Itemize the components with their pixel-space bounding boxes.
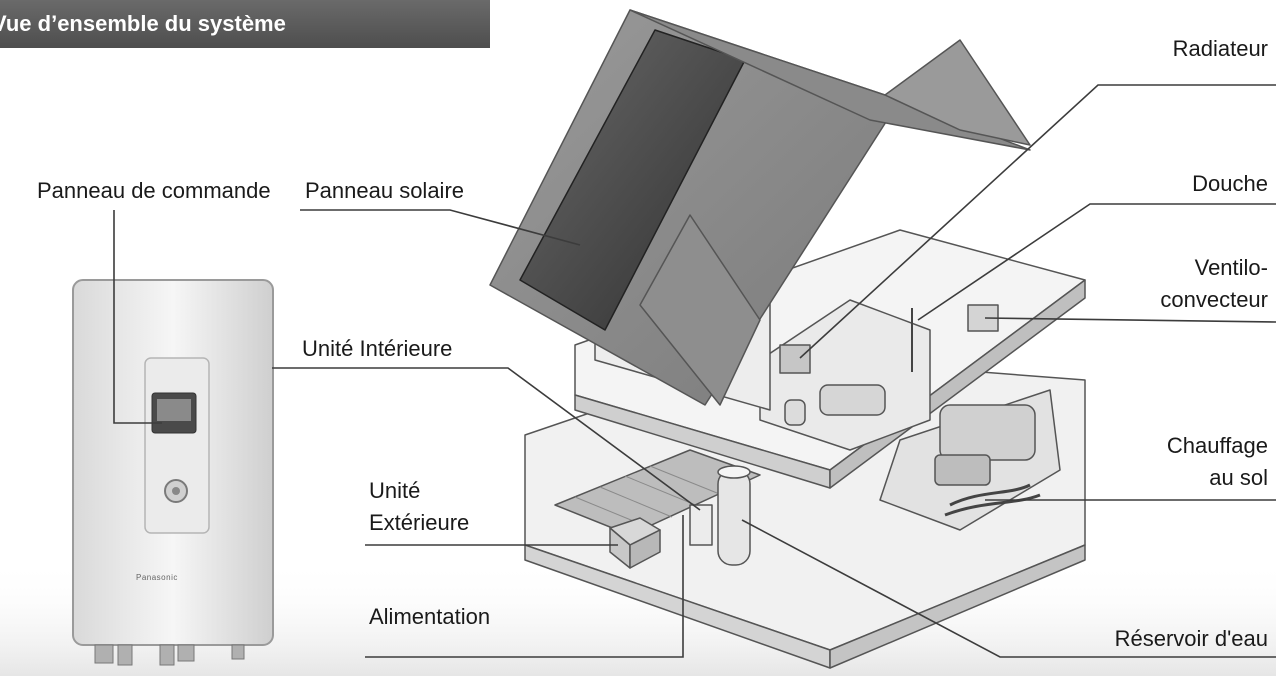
leader-control-panel — [113, 210, 162, 424]
indoor-unit-device — [72, 279, 274, 666]
label-water-tank: Réservoir d'eau — [1114, 626, 1268, 651]
label-solar-panel: Panneau solaire — [305, 178, 465, 203]
label-outdoor-unit-line2: Extérieure — [369, 510, 470, 535]
unit-brand-logo: Panasonic — [136, 573, 178, 582]
unit-front-recess — [144, 357, 210, 534]
diagram-title: Vue d’ensemble du système — [0, 0, 490, 48]
label-fan-coil-line1: Ventilo- — [1194, 255, 1268, 280]
label-shower: Douche — [1192, 171, 1268, 196]
label-indoor-unit: Unité Intérieure — [302, 336, 453, 361]
callout-lines — [113, 84, 1276, 658]
label-floor-heating-line2: au sol — [1209, 465, 1268, 490]
leader-shower — [917, 203, 1276, 321]
label-outdoor-unit-line1: Unité — [369, 478, 421, 503]
leader-water-tank — [741, 519, 1276, 658]
label-fan-coil-line2: convecteur — [1160, 287, 1268, 312]
leader-solar-panel — [300, 209, 581, 246]
label-floor-heating-line1: Chauffage — [1166, 433, 1268, 458]
label-power-supply: Alimentation — [369, 604, 491, 629]
leader-indoor-unit — [272, 367, 701, 511]
house — [489, 9, 1086, 669]
leader-fan-coil — [984, 317, 1276, 323]
label-control-panel: Panneau de commande — [37, 178, 271, 203]
leader-power-supply — [365, 515, 684, 658]
leader-radiator — [799, 84, 1276, 359]
label-radiator: Radiateur — [1172, 36, 1268, 61]
